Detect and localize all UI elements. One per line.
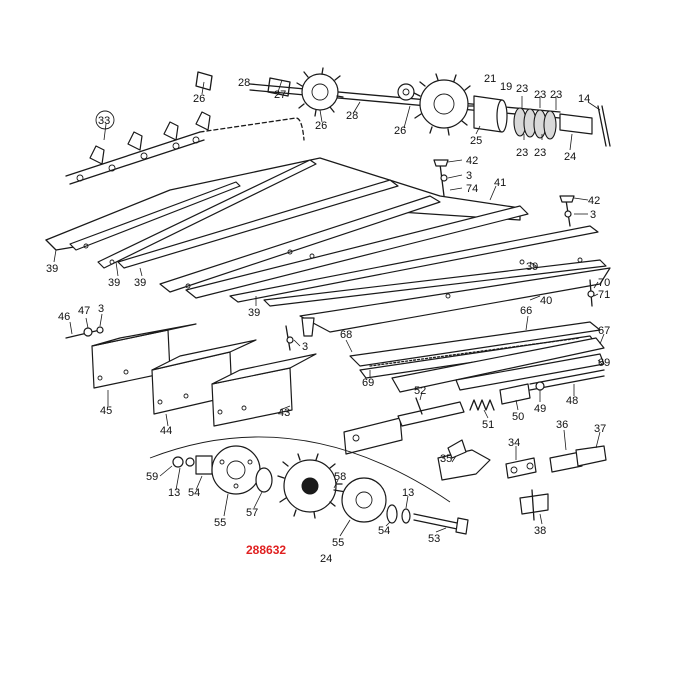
callout-23: 23 bbox=[534, 147, 546, 159]
callout-52: 52 bbox=[414, 385, 426, 397]
callout-44: 44 bbox=[160, 425, 172, 437]
callout-36: 36 bbox=[556, 419, 568, 431]
callout-54: 54 bbox=[188, 487, 200, 499]
callout-13: 13 bbox=[168, 487, 180, 499]
callout-37: 37 bbox=[594, 423, 606, 435]
callout-14: 14 bbox=[578, 93, 590, 105]
callout-54: 54 bbox=[378, 525, 390, 537]
callout-49: 49 bbox=[534, 403, 546, 415]
callout-47: 47 bbox=[78, 305, 90, 317]
callout-39: 39 bbox=[134, 277, 146, 289]
callout-59: 59 bbox=[146, 471, 158, 483]
callout-39: 39 bbox=[108, 277, 120, 289]
callout-13: 13 bbox=[402, 487, 414, 499]
callout-42: 42 bbox=[466, 155, 478, 167]
callout-46: 46 bbox=[58, 311, 70, 323]
callout-70: 70 bbox=[598, 277, 610, 289]
callout-33: 33 bbox=[98, 115, 110, 127]
shields-43-45 bbox=[65, 317, 317, 427]
callout-3: 3 bbox=[590, 209, 596, 221]
callout-23: 23 bbox=[516, 147, 528, 159]
callout-26: 26 bbox=[193, 93, 205, 105]
callout-39: 39 bbox=[526, 261, 538, 273]
callout-23: 23 bbox=[516, 83, 528, 95]
callout-58: 58 bbox=[334, 471, 346, 483]
callout-51: 51 bbox=[482, 419, 494, 431]
callout-27: 27 bbox=[274, 89, 286, 101]
callout-24: 24 bbox=[320, 553, 332, 565]
callout-19: 19 bbox=[500, 81, 512, 93]
side-guides-66-69 bbox=[349, 321, 605, 393]
callout-labels: 26 28 27 26 28 26 21 19 23 23 23 14 25 2… bbox=[46, 73, 610, 565]
callout-68: 68 bbox=[340, 329, 352, 341]
lower-shaft-assembly bbox=[149, 436, 469, 535]
spring-washers-23 bbox=[513, 107, 557, 140]
chain-links-34-38 bbox=[437, 439, 607, 521]
callout-69: 69 bbox=[362, 377, 374, 389]
callout-39: 39 bbox=[248, 307, 260, 319]
sprocket-26-right bbox=[413, 73, 476, 136]
callout-67: 67 bbox=[598, 325, 610, 337]
floor-slats-39 bbox=[45, 157, 611, 333]
callout-57: 57 bbox=[246, 507, 258, 519]
callout-25: 25 bbox=[470, 135, 482, 147]
tensioner-assembly bbox=[343, 369, 605, 455]
callout-74: 74 bbox=[466, 183, 478, 195]
sprocket-center bbox=[277, 453, 343, 519]
elevator-chain-33 bbox=[65, 111, 305, 185]
callout-50: 50 bbox=[512, 411, 524, 423]
callout-43: 43 bbox=[278, 407, 290, 419]
callout-41: 41 bbox=[494, 177, 506, 189]
callout-34: 34 bbox=[508, 437, 520, 449]
callout-39: 39 bbox=[46, 263, 58, 275]
callout-55: 55 bbox=[214, 517, 226, 529]
callout-26: 26 bbox=[315, 120, 327, 132]
callout-3: 3 bbox=[466, 170, 472, 182]
callout-3: 3 bbox=[98, 303, 104, 315]
callout-48: 48 bbox=[566, 395, 578, 407]
part-code-label: 288632 bbox=[246, 543, 286, 557]
callout-55: 55 bbox=[332, 537, 344, 549]
callout-28: 28 bbox=[346, 110, 358, 122]
callout-23: 23 bbox=[550, 89, 562, 101]
callout-66: 66 bbox=[520, 305, 532, 317]
callout-69: 69 bbox=[598, 357, 610, 369]
callout-26: 26 bbox=[394, 125, 406, 137]
callout-35: 35 bbox=[440, 453, 452, 465]
callout-53: 53 bbox=[428, 533, 440, 545]
callout-42: 42 bbox=[588, 195, 600, 207]
callout-3: 3 bbox=[302, 341, 308, 353]
leader-lines bbox=[53, 79, 605, 537]
callout-21: 21 bbox=[484, 73, 496, 85]
callout-38: 38 bbox=[534, 525, 546, 537]
callout-71: 71 bbox=[598, 289, 610, 301]
callout-28: 28 bbox=[238, 77, 250, 89]
callout-24: 24 bbox=[564, 151, 576, 163]
callout-40: 40 bbox=[540, 295, 552, 307]
callout-45: 45 bbox=[100, 405, 112, 417]
callout-33-ring bbox=[95, 110, 115, 130]
callout-23: 23 bbox=[534, 89, 546, 101]
top-drive-shaft-assembly bbox=[195, 67, 611, 147]
sprocket-26-left bbox=[296, 67, 344, 117]
